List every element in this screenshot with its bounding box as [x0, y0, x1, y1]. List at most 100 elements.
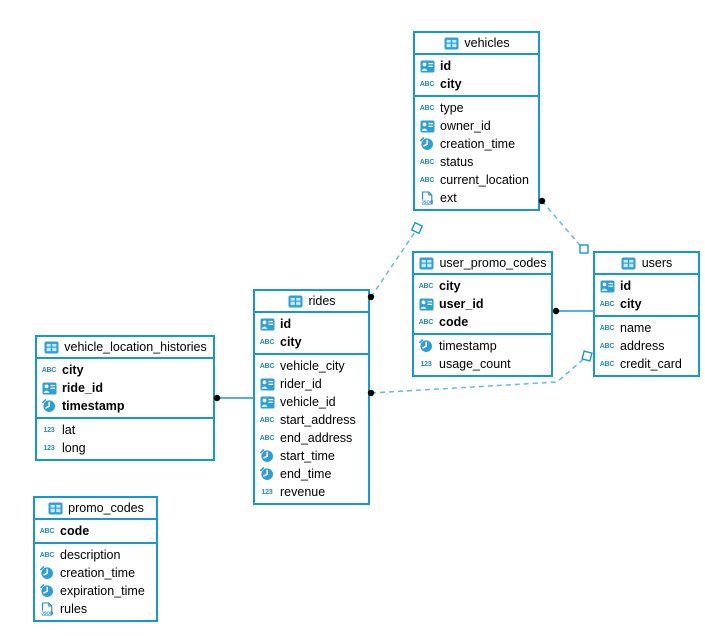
field-name: ride_id [62, 381, 103, 395]
table-header[interactable]: vehicle_location_histories [37, 337, 213, 359]
field-name: revenue [280, 485, 326, 499]
table-promo_codes[interactable]: promo_codes ABC code ABC description cre… [33, 496, 158, 622]
field-name: creation_time [60, 566, 136, 580]
field-row-city[interactable]: ABC city [255, 333, 368, 351]
abc-icon: ABC [41, 366, 57, 374]
table-vehicles[interactable]: vehicles id ABC city ABC type owner_id c… [413, 31, 540, 211]
field-row-address[interactable]: ABC address [595, 337, 698, 355]
relationship-vehicles-to-users [541, 200, 585, 251]
field-row-long[interactable]: 123 long [37, 439, 213, 457]
person-icon [259, 395, 275, 409]
field-row-code[interactable]: ABC code [35, 522, 156, 540]
field-name: type [440, 101, 464, 115]
field-row-end_address[interactable]: ABC end_address [255, 429, 368, 447]
clock-icon [418, 339, 434, 353]
field-row-owner_id[interactable]: owner_id [415, 117, 538, 135]
field-row-expiration_time[interactable]: expiration_time [35, 582, 156, 600]
table-rides[interactable]: rides id ABC city ABC vehicle_city rider… [253, 289, 370, 505]
field-row-user_id[interactable]: user_id [414, 295, 551, 313]
field-name: city [440, 77, 462, 91]
field-name: code [60, 524, 90, 538]
field-name: id [620, 279, 632, 293]
relationship-rides-to-vehicles [370, 228, 418, 298]
field-name: start_time [280, 449, 335, 463]
field-name: address [620, 339, 665, 353]
num-icon: 123 [43, 426, 55, 434]
table-users[interactable]: users id ABC city ABC name ABC address A… [593, 251, 700, 377]
field-row-end_time[interactable]: end_time [255, 465, 368, 483]
table-vehicle_location_histories[interactable]: vehicle_location_histories ABC city ride… [35, 335, 215, 461]
field-name: expiration_time [60, 584, 145, 598]
field-row-status[interactable]: ABC status [415, 153, 538, 171]
abc-icon: ABC [259, 362, 275, 370]
abc-icon: ABC [39, 551, 55, 559]
field-row-creation_time[interactable]: creation_time [415, 135, 538, 153]
field-name: city [439, 279, 461, 293]
field-row-start_address[interactable]: ABC start_address [255, 411, 368, 429]
svg-text:JSON: JSON [421, 199, 433, 204]
field-row-creation_time[interactable]: creation_time [35, 564, 156, 582]
field-row-timestamp[interactable]: timestamp [37, 397, 213, 415]
field-row-usage_count[interactable]: 123 usage_count [414, 355, 551, 373]
field-row-city[interactable]: ABC city [414, 277, 551, 295]
table-icon [287, 294, 303, 308]
abc-icon: ABC [39, 527, 55, 535]
fields-section: ABC type owner_id creation_time ABC stat… [415, 97, 538, 209]
field-row-code[interactable]: ABC code [414, 313, 551, 331]
table-icon [43, 340, 59, 354]
field-row-vehicle_city[interactable]: ABC vehicle_city [255, 357, 368, 375]
field-name: end_time [280, 467, 332, 481]
field-name: lat [62, 423, 76, 437]
json-icon: JSON [39, 602, 55, 616]
fields-section: ABC description creation_time expiration… [35, 544, 156, 620]
field-row-city[interactable]: ABC city [415, 75, 538, 93]
table-header[interactable]: promo_codes [35, 498, 156, 520]
clock-icon [39, 584, 55, 598]
table-header[interactable]: vehicles [415, 33, 538, 55]
key-fields-section: ABC code [35, 520, 156, 544]
field-row-ride_id[interactable]: ride_id [37, 379, 213, 397]
table-name: promo_codes [68, 501, 144, 515]
field-row-rules[interactable]: JSON rules [35, 600, 156, 618]
field-row-id[interactable]: id [255, 315, 368, 333]
field-row-vehicle_id[interactable]: vehicle_id [255, 393, 368, 411]
field-name: rules [60, 602, 88, 616]
field-row-ext[interactable]: JSON ext [415, 189, 538, 207]
table-user_promo_codes[interactable]: user_promo_codes ABC city user_id ABC co… [412, 251, 553, 377]
field-row-revenue[interactable]: 123 revenue [255, 483, 368, 501]
field-name: timestamp [62, 399, 125, 413]
field-row-description[interactable]: ABC description [35, 546, 156, 564]
person-icon [419, 119, 435, 133]
field-name: long [62, 441, 86, 455]
field-row-current_location[interactable]: ABC current_location [415, 171, 538, 189]
field-row-lat[interactable]: 123 lat [37, 421, 213, 439]
field-row-start_time[interactable]: start_time [255, 447, 368, 465]
num-icon: 123 [261, 488, 273, 496]
field-row-rider_id[interactable]: rider_id [255, 375, 368, 393]
field-row-name[interactable]: ABC name [595, 319, 698, 337]
person-icon [418, 297, 434, 311]
field-row-id[interactable]: id [595, 277, 698, 295]
field-name: name [620, 321, 652, 335]
field-row-type[interactable]: ABC type [415, 99, 538, 117]
field-name: credit_card [620, 357, 682, 371]
field-row-city[interactable]: ABC city [595, 295, 698, 313]
clock-icon [419, 137, 435, 151]
key-fields-section: id ABC city [255, 313, 368, 355]
field-row-timestamp[interactable]: timestamp [414, 337, 551, 355]
field-row-id[interactable]: id [415, 57, 538, 75]
table-header[interactable]: users [595, 253, 698, 275]
svg-text:JSON: JSON [41, 610, 53, 615]
table-header[interactable]: rides [255, 291, 368, 313]
field-row-city[interactable]: ABC city [37, 361, 213, 379]
table-name: rides [308, 294, 336, 308]
field-name: creation_time [440, 137, 516, 151]
field-name: user_id [439, 297, 484, 311]
field-name: city [620, 297, 642, 311]
field-row-credit_card[interactable]: ABC credit_card [595, 355, 698, 373]
square-end-marker [410, 221, 424, 235]
field-name: id [280, 317, 292, 331]
key-fields-section: id ABC city [595, 275, 698, 317]
table-header[interactable]: user_promo_codes [414, 253, 551, 275]
abc-icon: ABC [599, 324, 615, 332]
